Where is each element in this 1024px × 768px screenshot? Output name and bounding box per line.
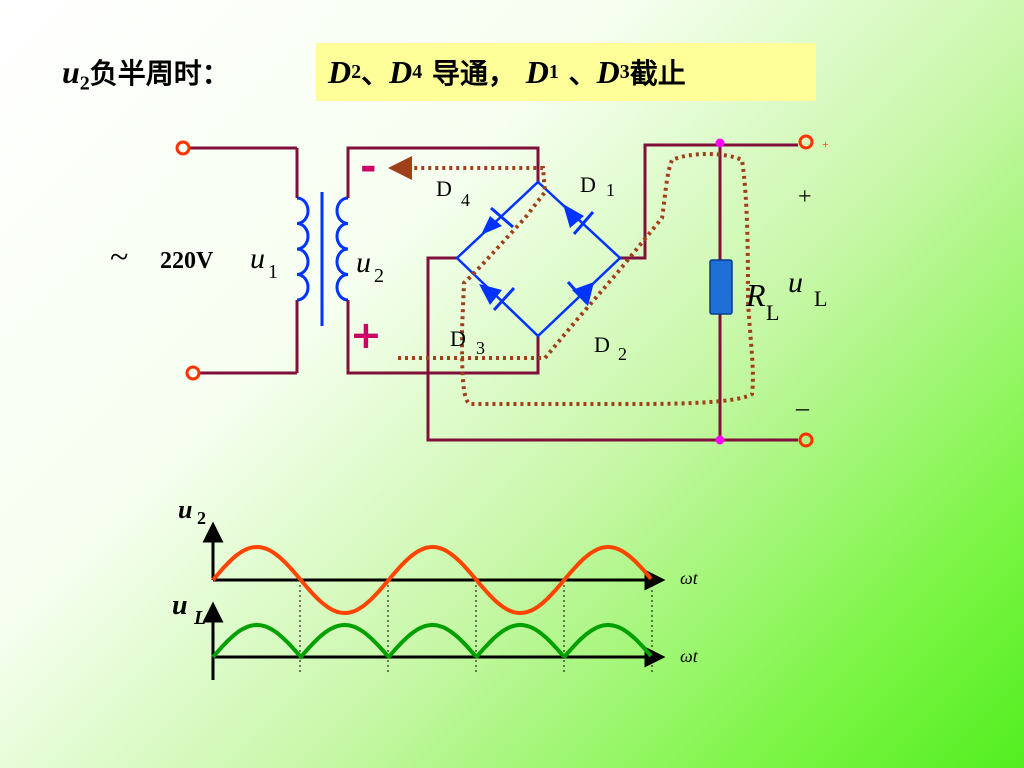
ul-label-sub: L — [814, 286, 827, 311]
output-terminal-top — [798, 134, 814, 150]
voltage-label: 220V — [160, 248, 214, 274]
d4-label: D — [436, 176, 452, 201]
u1-label-var: u — [250, 242, 265, 275]
d1-label-sub: 1 — [606, 180, 615, 200]
d1-label: D — [580, 172, 596, 197]
status-d3-var: D — [596, 53, 620, 90]
ul-wave-label-sub: L — [193, 607, 206, 629]
input-terminal-top — [175, 140, 191, 156]
polarity-plus: + — [350, 313, 382, 357]
status-d4-sub: 4 — [412, 60, 423, 83]
waveform-section: u 2 u L ωt ωt — [172, 495, 699, 680]
u2-wave-label-sub: 2 — [197, 508, 206, 528]
load-resistor — [709, 259, 733, 315]
status-cutoff-text: 截止 — [629, 57, 686, 90]
d2-label: D — [594, 332, 610, 357]
ac-source-symbol: ~ — [110, 239, 128, 276]
secondary-winding — [335, 196, 349, 302]
d3-label-sub: 3 — [476, 338, 485, 358]
u2-label-var: u — [356, 246, 371, 279]
ul-rectified-wave — [211, 622, 653, 660]
status-d1-var: D — [525, 53, 549, 90]
u1-label-sub: 1 — [268, 261, 278, 283]
rl-label-var: R — [745, 277, 766, 313]
title-u2-sub: 2 — [79, 72, 90, 95]
ul-wave-label-var: u — [172, 590, 188, 621]
diode-d1 — [563, 204, 595, 235]
status-conduct-text: 导通， — [422, 57, 516, 90]
primary-winding — [296, 196, 310, 302]
title: u2负半周时： — [62, 52, 230, 96]
output-minus: – — [795, 393, 810, 422]
status-sep2: 、 — [558, 57, 597, 90]
u2-sine-wave — [211, 544, 653, 616]
d4-label-sub: 4 — [461, 190, 470, 210]
node-dot-top — [715, 138, 725, 148]
tiny-plus: + — [822, 137, 829, 151]
polarity-minus: - — [360, 144, 377, 190]
output-plus: + — [798, 184, 812, 210]
title-u2-var: u — [62, 54, 80, 90]
status-d1-sub: 1 — [548, 60, 559, 83]
x-axis-label-bottom: ωt — [680, 646, 699, 666]
status-d4-var: D — [389, 53, 413, 90]
diode-d4 — [481, 206, 514, 235]
status-d2-sub: 2 — [351, 60, 362, 83]
d3-label: D — [450, 326, 466, 351]
rl-label-sub: L — [766, 300, 779, 325]
diode-bridge — [455, 180, 622, 338]
status-sep1: 、 — [361, 57, 390, 90]
diode-d3 — [479, 284, 516, 312]
x-axis-label-top: ωt — [680, 568, 699, 588]
u2-wave-label-var: u — [178, 495, 192, 524]
primary-circuit — [190, 146, 299, 375]
node-dot-bottom — [715, 435, 725, 445]
u2-label-sub: 2 — [374, 265, 384, 287]
input-terminal-bottom — [185, 365, 201, 381]
d2-label-sub: 2 — [618, 344, 627, 364]
diode-d2 — [566, 280, 594, 306]
status-d3-sub: 3 — [619, 60, 630, 83]
ul-label-var: u — [788, 266, 803, 299]
output-terminal-bottom — [798, 432, 814, 448]
status-d2-var: D — [328, 53, 352, 90]
title-condition: 负半周时： — [89, 57, 230, 90]
